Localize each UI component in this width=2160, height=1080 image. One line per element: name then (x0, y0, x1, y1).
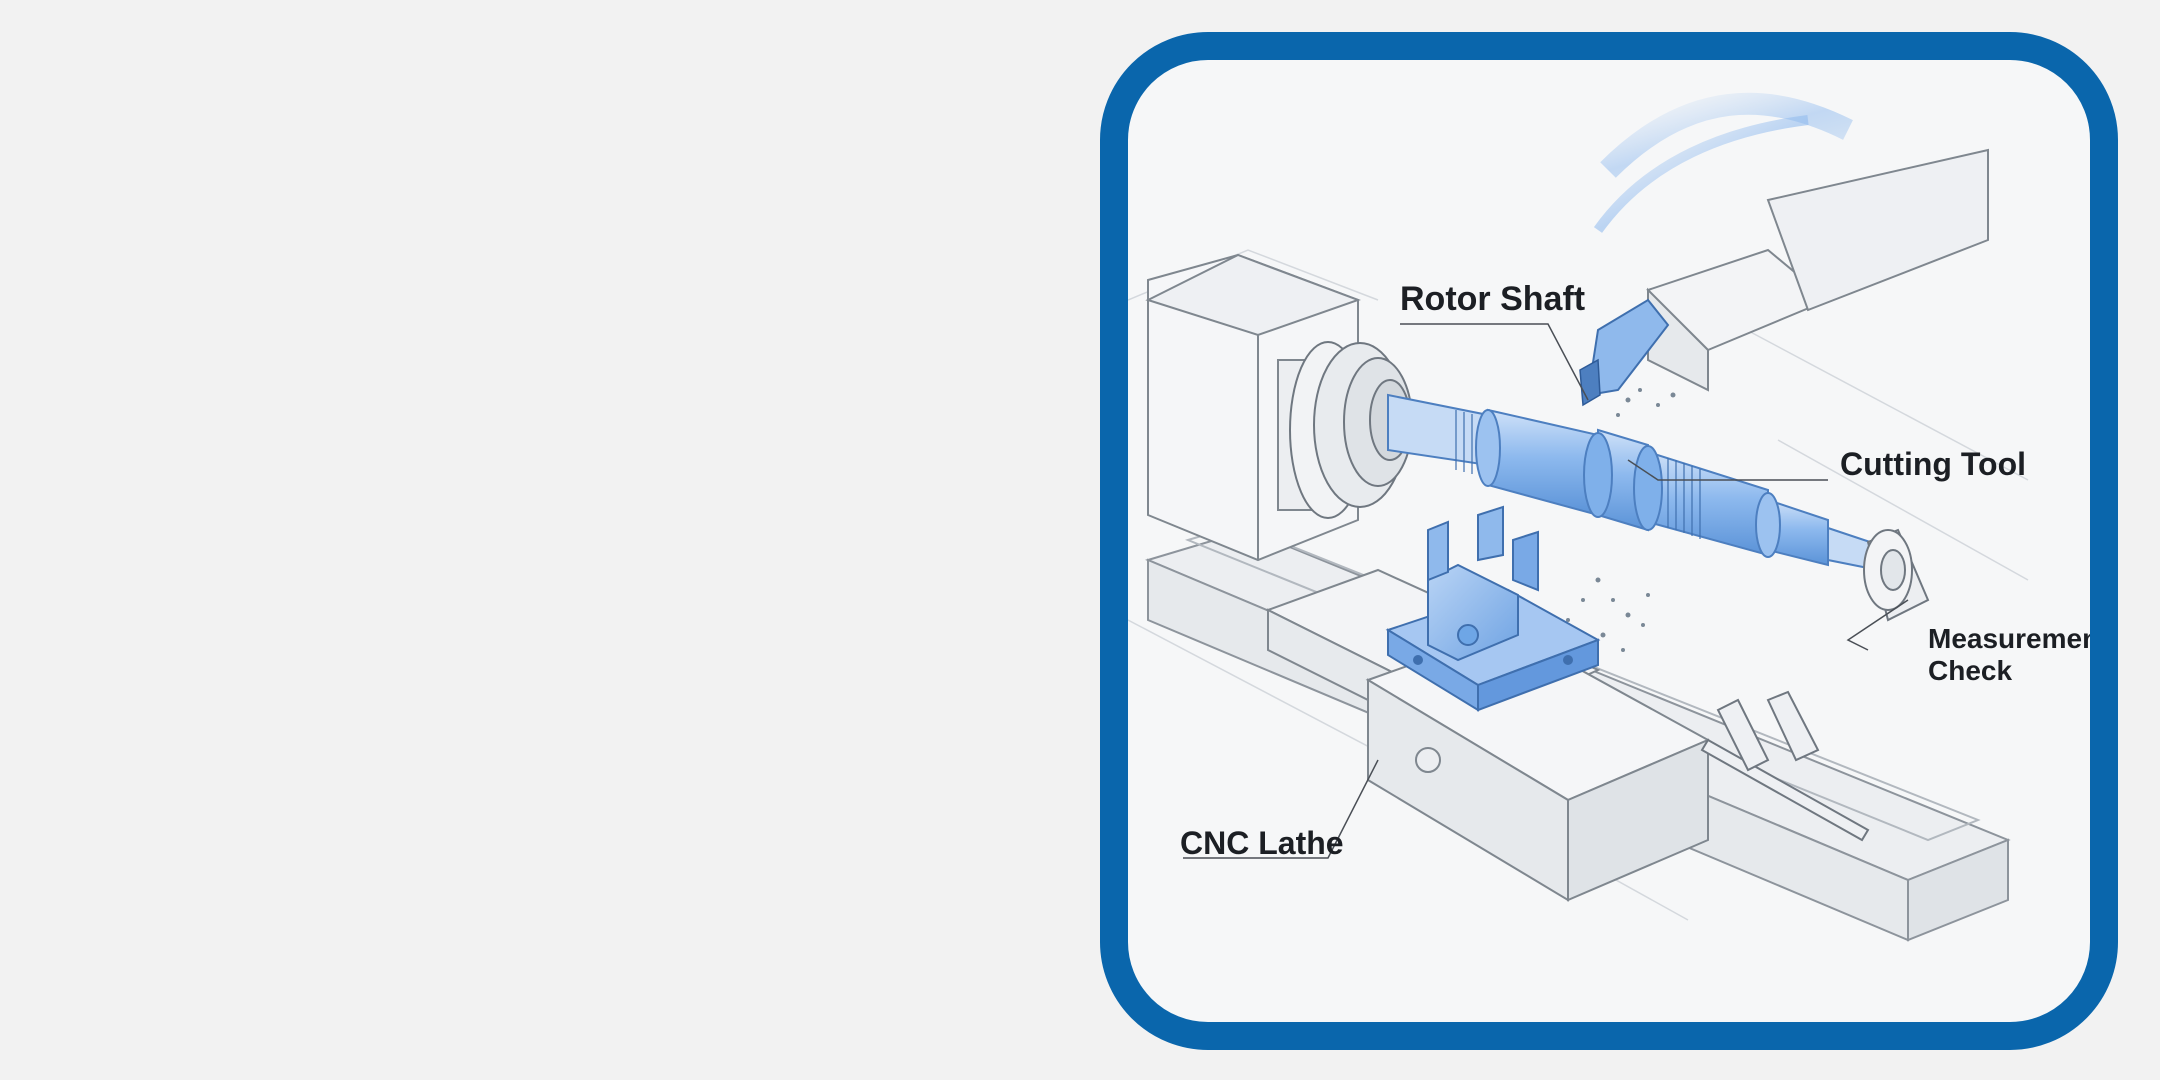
label-cutting-tool: Cutting Tool (1840, 446, 2026, 482)
label-cnc-lathe: CNC Lathe (1180, 825, 1344, 861)
tool-block (1385, 505, 1601, 712)
label-rotor-shaft: Rotor Shaft (1400, 280, 1585, 318)
illustration-frame: Rotor Shaft Cutting Tool Measurement Che… (1100, 32, 2118, 1050)
caliper (1700, 690, 1870, 842)
label-check: Check (1928, 655, 2012, 686)
lathe-illustration: Rotor Shaft Cutting Tool Measurement Che… (1128, 92, 2090, 942)
tailstock (1863, 528, 1930, 622)
label-measurement: Measurement (1928, 623, 2090, 654)
rotor-shaft (1387, 393, 1889, 574)
leader-lines (1183, 323, 1909, 859)
cutting-tool (1579, 92, 1989, 407)
background-sketch (1128, 249, 2029, 921)
metal-chips (1566, 388, 1676, 652)
